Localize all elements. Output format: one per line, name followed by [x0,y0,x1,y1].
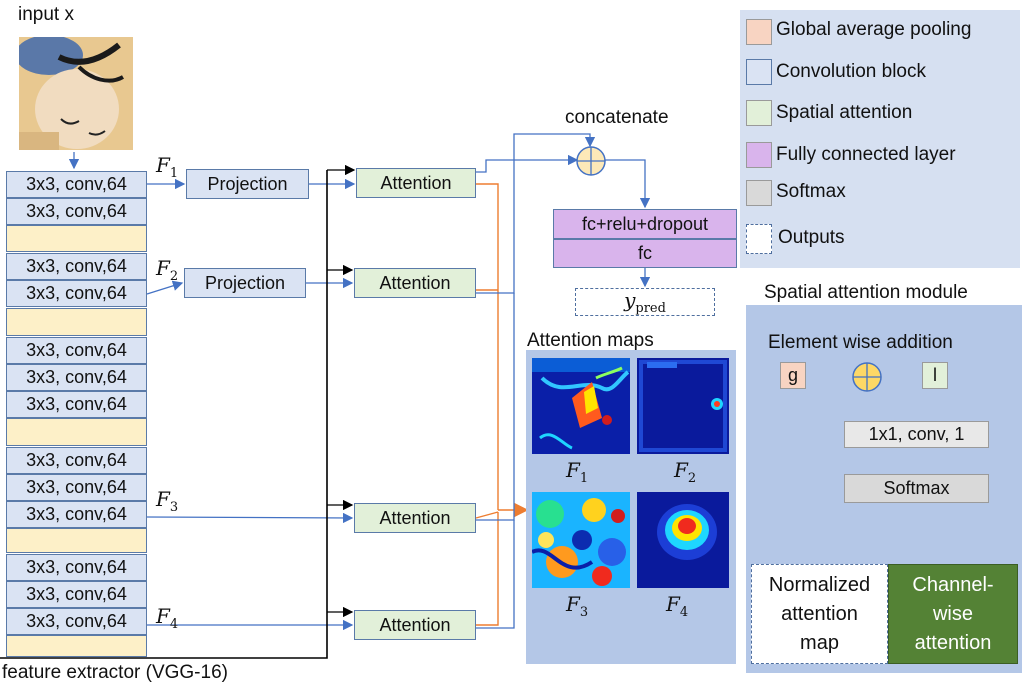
fc-block: fc [553,239,737,268]
legend-swatch-conv [746,59,772,85]
concatenate-plus-icon [576,146,606,176]
attention-block-1: Attention [356,168,476,198]
projection-block-2: Projection [184,268,306,298]
conv-label: 3x3, conv,64 [26,367,127,387]
conv-label: 3x3, conv,64 [26,340,127,360]
conv-block-1-1: 3x3, conv,64 [6,171,147,198]
feature-label-f1: F1 [156,153,179,181]
projection-block-1: Projection [186,169,309,199]
attention-block-4: Attention [354,610,476,640]
attention-maps-title: Attention maps [527,330,654,351]
normalized-attention-map: Normalized attention map [751,564,888,664]
attention-block-2: Attention [354,268,476,298]
conv-block-5-1: 3x3, conv,64 [6,554,147,581]
conv-block-5-2: 3x3, conv,64 [6,581,147,608]
module-softmax-block: Softmax [844,474,989,503]
channel-wise-attention: Channel-wise attention [888,564,1018,664]
conv-label: 3x3, conv,64 [26,174,127,194]
module-l-block: l [922,362,948,389]
conv-block-3-2: 3x3, conv,64 [6,364,147,391]
legend-label-fc: Fully connected layer [776,144,956,165]
legend-swatch-attention [746,100,772,126]
feature-label-f4: F4 [156,604,179,632]
map-label-f1: F1 [566,458,589,486]
fc-relu-dropout-block: fc+relu+dropout [553,209,737,239]
module-plus-icon [852,362,882,392]
conv-block-2-2: 3x3, conv,64 [6,280,147,307]
conv-block-5-3: 3x3, conv,64 [6,608,147,635]
module-g-block: g [780,362,806,389]
module-conv-block: 1x1, conv, 1 [844,421,989,448]
attention-map-f3 [532,492,630,588]
concatenate-label: concatenate [565,107,669,128]
legend-label-conv: Convolution block [776,61,926,82]
map-label-f3: F3 [566,592,589,620]
conv-block-2-1: 3x3, conv,64 [6,253,147,280]
map-label-f4: F4 [666,592,689,620]
legend-swatch-pooling [746,19,772,45]
input-label: input x [18,4,74,25]
legend-label-attention: Spatial attention [776,102,913,123]
conv-label: 3x3, conv,64 [26,557,127,577]
conv-label: 3x3, conv,64 [26,477,127,497]
pool-block-1 [6,225,147,252]
conv-block-4-3: 3x3, conv,64 [6,501,147,528]
legend-swatch-fc [746,142,772,168]
input-image [19,37,133,150]
legend-label-softmax: Softmax [776,181,846,202]
ypred-output: ypred [575,288,715,316]
legend-panel [740,10,1020,268]
conv-label: 3x3, conv,64 [26,201,127,221]
conv-label: 3x3, conv,64 [26,504,127,524]
legend-swatch-softmax [746,180,772,206]
legend-label-pooling: Global average pooling [776,19,972,40]
conv-block-4-1: 3x3, conv,64 [6,447,147,474]
legend-label-outputs: Outputs [778,227,845,248]
conv-label: 3x3, conv,64 [26,450,127,470]
conv-block-1-2: 3x3, conv,64 [6,198,147,225]
map-label-f2: F2 [674,458,697,486]
legend-swatch-outputs [746,224,772,254]
conv-label: 3x3, conv,64 [26,394,127,414]
pool-block-2 [6,308,147,336]
module-title: Spatial attention module [764,282,968,303]
conv-label: 3x3, conv,64 [26,584,127,604]
module-addition-label: Element wise addition [768,332,953,353]
pool-block-5 [6,635,147,657]
feature-label-f2: F2 [156,256,179,284]
conv-block-3-1: 3x3, conv,64 [6,337,147,364]
conv-block-4-2: 3x3, conv,64 [6,474,147,501]
conv-label: 3x3, conv,64 [26,256,127,276]
attention-map-f1 [532,358,630,454]
pool-block-3 [6,418,147,446]
pool-block-4 [6,528,147,553]
extractor-label: feature extractor (VGG-16) [2,662,228,683]
conv-label: 3x3, conv,64 [26,611,127,631]
conv-label: 3x3, conv,64 [26,283,127,303]
feature-label-f3: F3 [156,487,179,515]
attention-block-3: Attention [354,503,476,533]
attention-map-f4 [637,492,729,588]
conv-block-3-3: 3x3, conv,64 [6,391,147,418]
attention-map-f2 [637,358,729,454]
